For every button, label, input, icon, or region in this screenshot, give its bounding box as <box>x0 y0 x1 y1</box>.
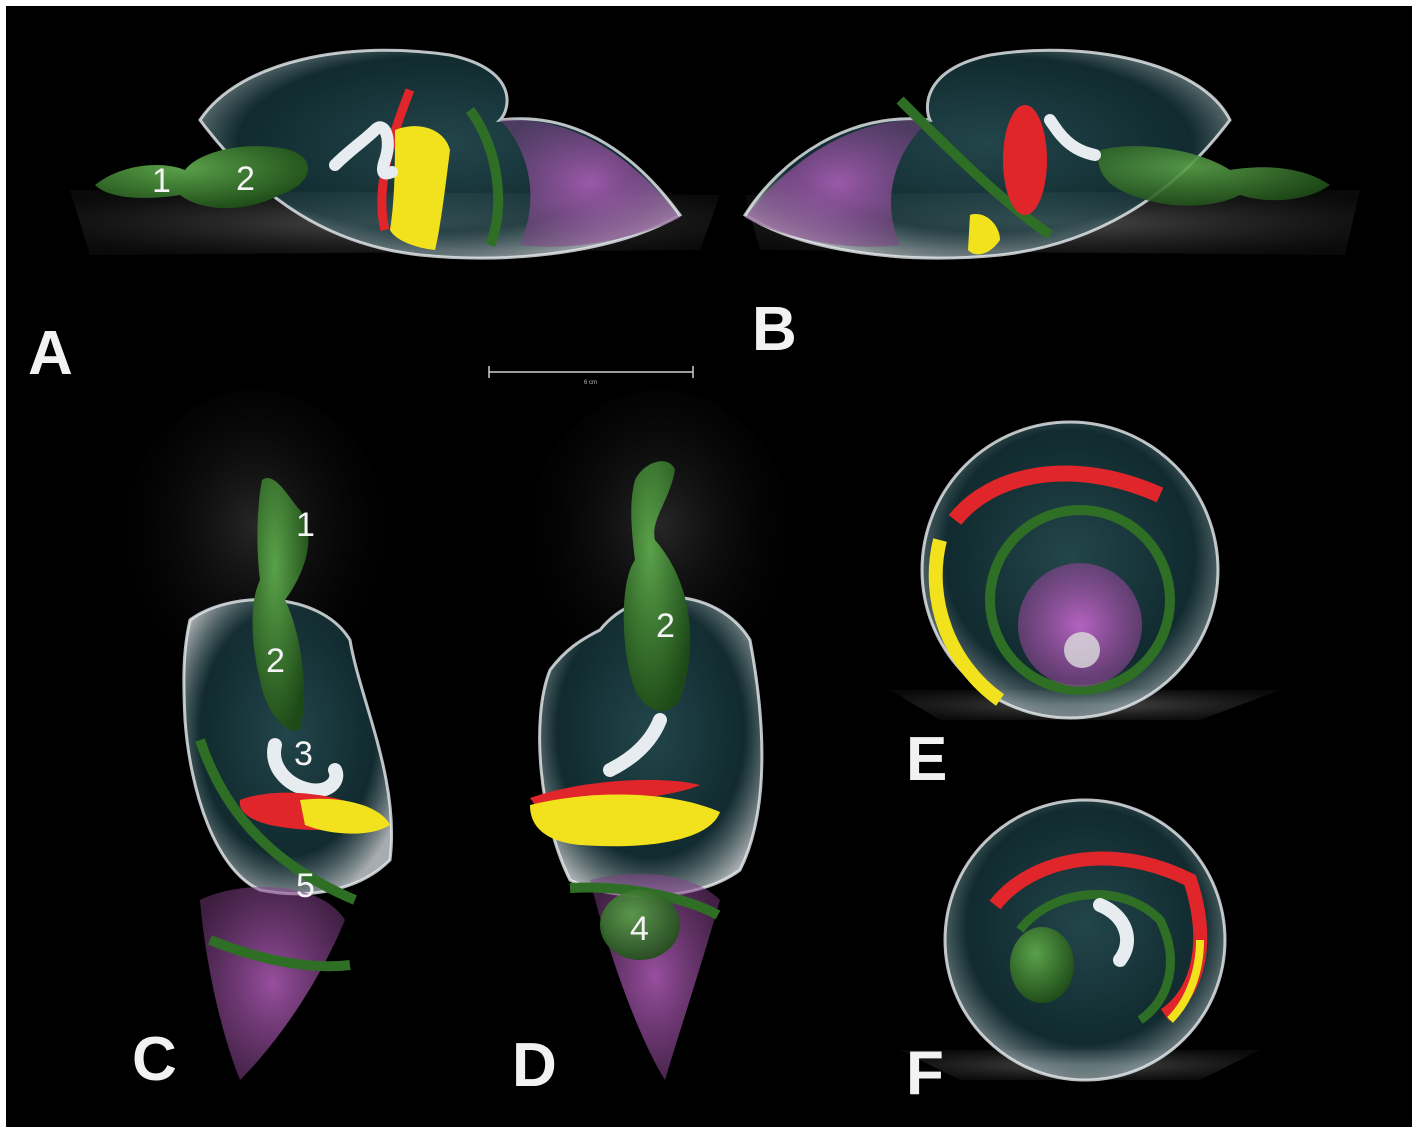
panel-e-inner-whorl <box>1018 563 1142 687</box>
panel-b-white-tube <box>1044 114 1101 161</box>
panel-d-green-organ-4 <box>600 890 680 960</box>
panel-c-yellow-gland <box>300 798 390 834</box>
panel-c-white-tube <box>267 738 344 798</box>
panel-b-letter: B <box>752 295 797 364</box>
panel-c-label-1: 1 <box>296 506 315 544</box>
panel-c-spire <box>200 886 345 1080</box>
scale-bar: 6 cm <box>488 366 694 386</box>
panel-a-label-2: 2 <box>236 160 255 198</box>
panel-c-green-head <box>252 477 309 731</box>
panel-c-snail-dorsal <box>115 390 395 1080</box>
panel-c-green-loop <box>195 738 357 905</box>
panel-c-label-2: 2 <box>266 642 285 680</box>
panel-d-yellow-gland <box>530 794 720 847</box>
scale-bar-label: 6 cm <box>584 380 597 386</box>
panel-b-red-organ <box>1003 105 1047 215</box>
panel-b-green-organ <box>1098 146 1330 206</box>
panel-f-letter: F <box>906 1039 944 1108</box>
panel-e-apex <box>1064 632 1100 668</box>
panel-c-label-3: 3 <box>294 735 313 773</box>
panel-a-green-organ <box>95 146 309 209</box>
panel-b-snail-lateral-mirror <box>742 48 1360 260</box>
panel-d-label-2: 2 <box>656 607 675 645</box>
panel-a-white-tube <box>329 121 398 180</box>
panel-b-green-loop <box>896 96 1053 240</box>
panel-c-letter: C <box>132 1025 177 1094</box>
panel-b-spire <box>745 119 930 247</box>
panel-e-green-ring <box>985 505 1175 695</box>
panel-f-yellow-band <box>1167 939 1204 1023</box>
panel-f-green-head <box>1010 927 1074 1003</box>
panel-f-white-tube <box>1093 898 1135 967</box>
panel-a-spire <box>500 119 680 247</box>
panel-d-label-4: 4 <box>630 910 649 948</box>
panel-e-yellow-band <box>928 538 1005 706</box>
panel-a-yellow-gland <box>390 126 450 250</box>
panel-a-snail-lateral <box>70 48 720 260</box>
panel-c-label-5: 5 <box>296 867 315 905</box>
panel-d-snail-ventral <box>520 390 800 1080</box>
panel-c-green-loop-lower <box>208 935 351 972</box>
panel-b-yellow-gland <box>968 214 1000 255</box>
panel-f-snail-apertural <box>900 798 1260 1082</box>
panel-a-label-1: 1 <box>152 162 171 200</box>
panel-a-green-loop <box>465 107 504 247</box>
panel-e-letter: E <box>906 725 947 794</box>
panel-d-letter: D <box>512 1031 557 1100</box>
panel-f-green-ring <box>1016 890 1175 1024</box>
panel-a-letter: A <box>28 319 73 388</box>
panel-f-shell <box>943 798 1227 1082</box>
panel-d-green-head <box>623 461 691 711</box>
panel-e-red-band <box>948 465 1164 526</box>
panel-d-white-tube <box>603 713 667 777</box>
panel-e-snail-apical <box>890 420 1280 720</box>
